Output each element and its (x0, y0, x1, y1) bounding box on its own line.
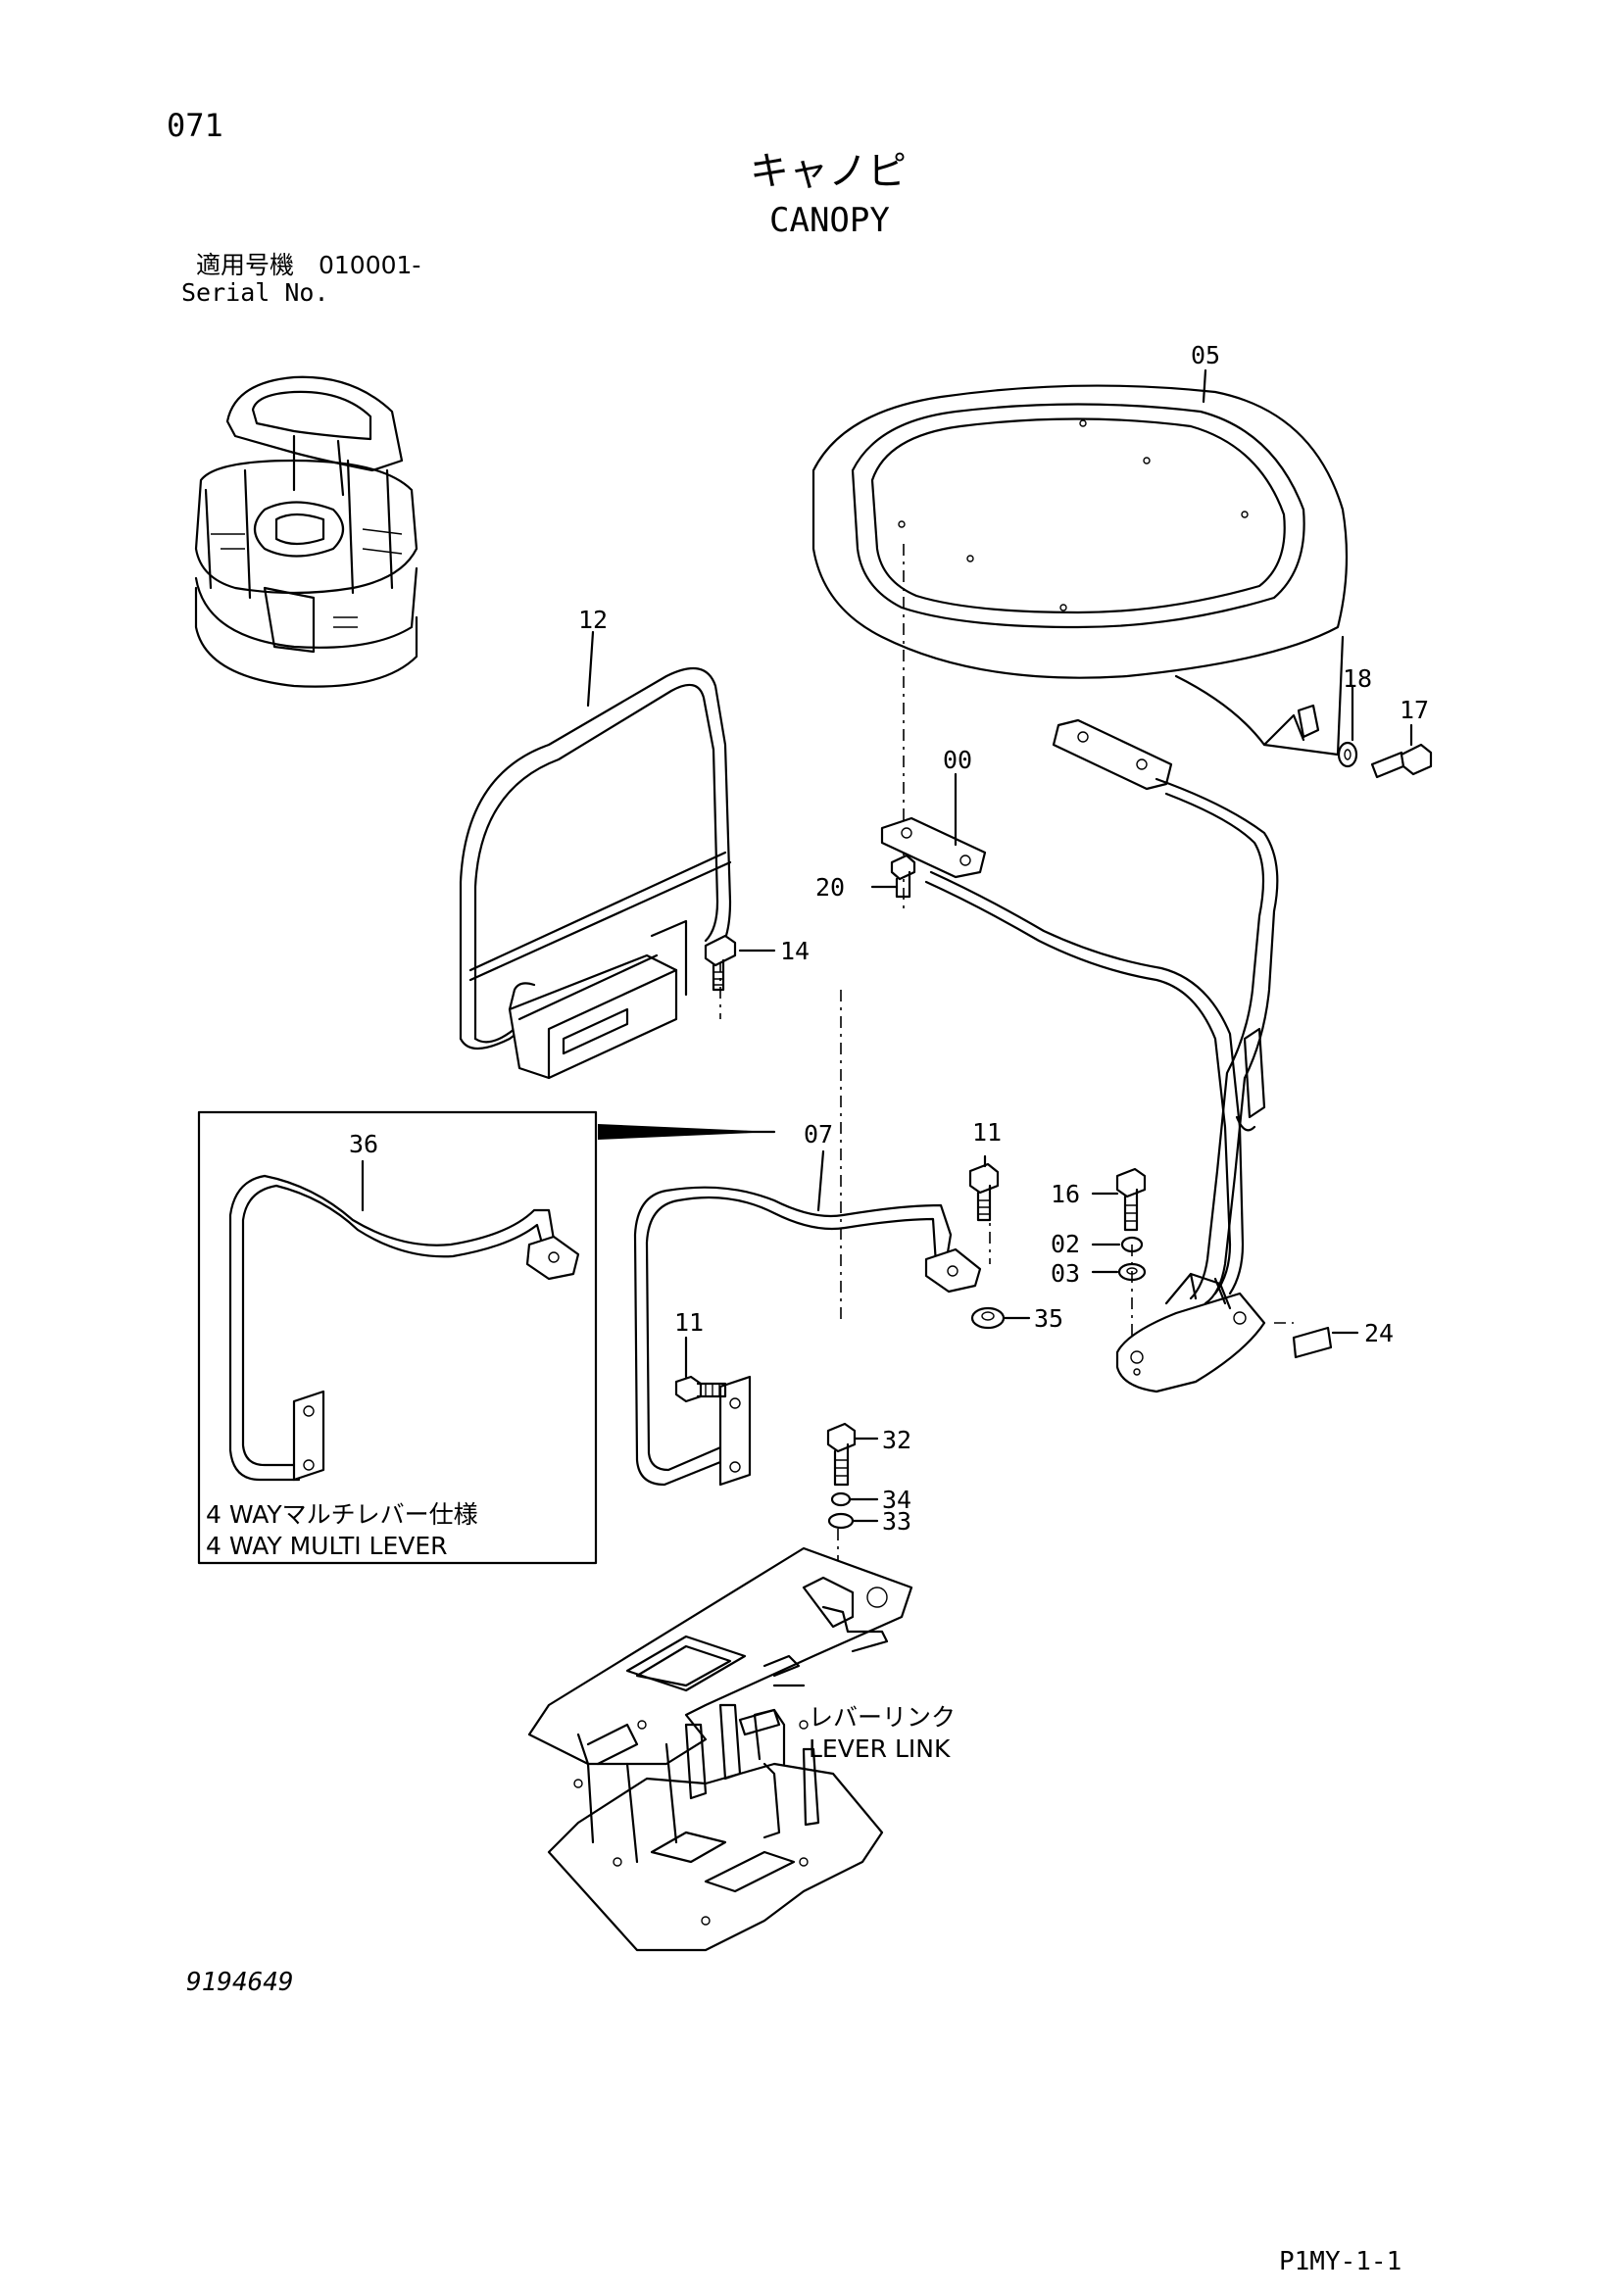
inset-note-english: 4 WAY MULTI LEVER (206, 1532, 448, 1560)
callout-17: 17 (1400, 696, 1430, 724)
canopy-roof-part (811, 384, 1349, 757)
inset-4-way-multi-lever (197, 1110, 774, 1565)
callout-16: 16 (1051, 1180, 1081, 1208)
callout-32: 32 (882, 1426, 912, 1454)
washer-and-bolt (1337, 684, 1433, 779)
callout-11-lower: 11 (674, 1308, 705, 1337)
callout-02: 02 (1051, 1230, 1081, 1258)
callout-20: 20 (815, 873, 846, 902)
page-number: 071 (167, 107, 223, 144)
bolt-11-lower (674, 1336, 727, 1403)
title-english: CANOPY (769, 201, 890, 240)
callout-12: 12 (578, 606, 609, 634)
lever-link-assembly (527, 1546, 913, 1952)
lever-link-label-japanese: レバーリンク (809, 1703, 957, 1732)
callout-14: 14 (780, 937, 811, 965)
serial-japanese: 適用号機 010001- (196, 251, 421, 279)
callout-11-upper: 11 (972, 1118, 1003, 1147)
callout-34: 34 (882, 1486, 912, 1514)
washer-35 (970, 1306, 1031, 1330)
callout-35: 35 (1034, 1304, 1064, 1333)
drawing-number: 9194649 (186, 1968, 294, 1997)
callout-05: 05 (1191, 341, 1221, 369)
canopy-support-pipe (870, 718, 1279, 1393)
inset-note-japanese: 4 WAYマルチレバー仕様 (206, 1500, 478, 1529)
callout-33: 33 (882, 1507, 912, 1536)
title-japanese: キャノピ (750, 149, 907, 194)
callout-00: 00 (943, 746, 973, 774)
machine-overview-thumbnail (194, 375, 418, 688)
bolt-11-upper (968, 1154, 1000, 1222)
callout-18: 18 (1343, 664, 1373, 693)
callout-36: 36 (349, 1130, 379, 1158)
guard-frame-part (459, 666, 732, 1080)
callout-07: 07 (804, 1120, 834, 1148)
lever-link-label-english: LEVER LINK (809, 1734, 951, 1763)
handrail-07 (633, 1130, 982, 1487)
page-code: P1MY-1-1 (1279, 2247, 1402, 2276)
label-plate-24 (1292, 1326, 1359, 1359)
serial-english: Serial No. (181, 278, 329, 307)
callout-03: 03 (1051, 1259, 1081, 1288)
bolt-14 (704, 934, 776, 992)
bolt-16-washers (1091, 1167, 1147, 1282)
callout-24: 24 (1364, 1319, 1395, 1347)
bolt-32-washers (826, 1422, 879, 1530)
